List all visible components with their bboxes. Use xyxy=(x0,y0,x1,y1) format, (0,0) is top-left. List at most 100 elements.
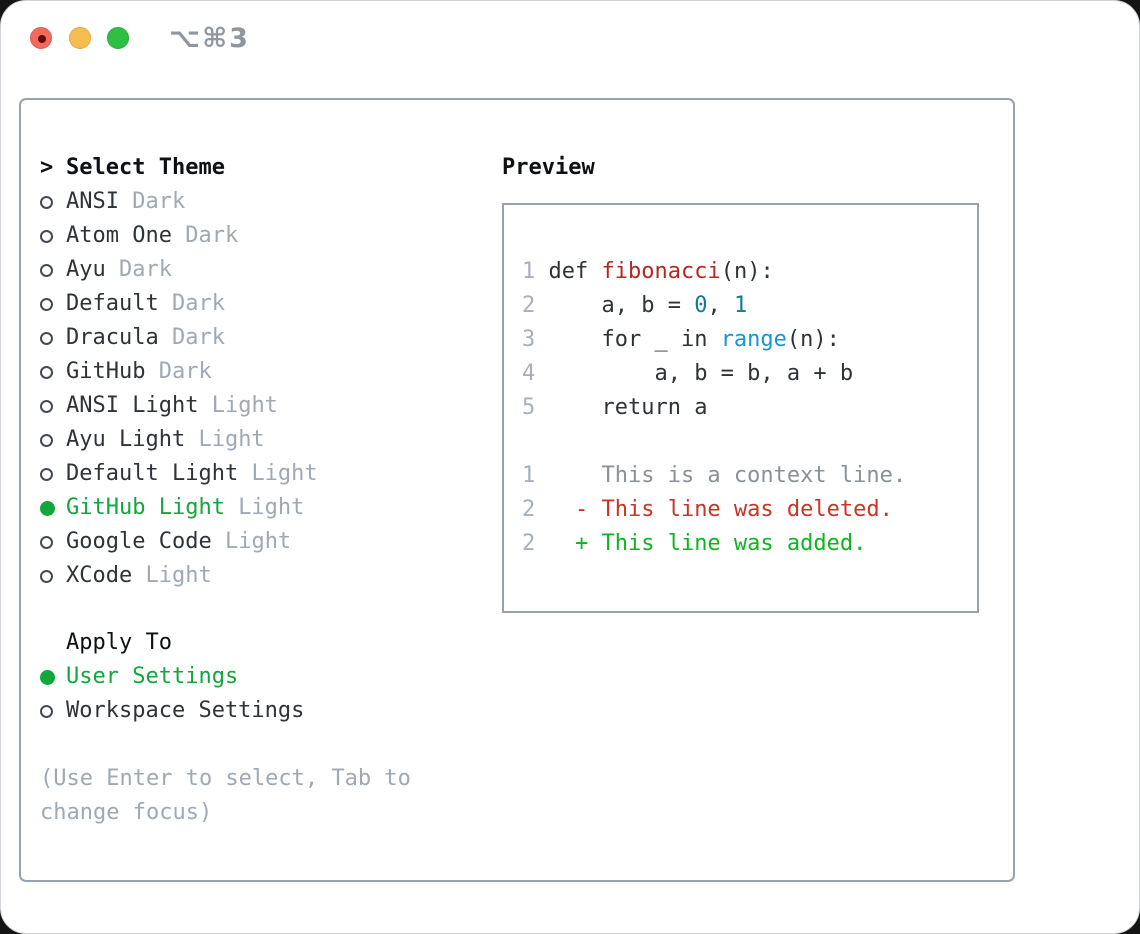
theme-name: Ayu Light xyxy=(66,427,199,452)
code-token-plain: (n): xyxy=(786,327,840,352)
radio-cell xyxy=(40,467,66,481)
theme-option-ansi-light[interactable]: ANSI Light Light xyxy=(40,389,440,423)
theme-name: Google Code xyxy=(66,529,225,554)
radio-cell xyxy=(40,535,66,549)
code-token-plain: def xyxy=(548,259,602,284)
line-number: 2 xyxy=(522,531,536,556)
line-number: 1 xyxy=(522,463,536,488)
apply-option-label: Workspace Settings xyxy=(66,698,305,723)
blank-line xyxy=(522,425,977,459)
spacer xyxy=(40,593,440,626)
theme-name: Default xyxy=(66,291,172,316)
radio-icon xyxy=(40,704,53,718)
code-token-plain: , xyxy=(707,293,734,318)
close-button[interactable] xyxy=(30,27,52,49)
theme-name: GitHub xyxy=(66,359,159,384)
theme-name: GitHub Light xyxy=(66,495,239,520)
radio-icon xyxy=(40,195,53,209)
preview-diff-line-deleted: 2 - This line was deleted. xyxy=(522,493,977,527)
theme-option-xcode[interactable]: XCode Light xyxy=(40,559,440,593)
theme-variant-label: Light xyxy=(224,529,292,554)
radio-icon xyxy=(40,331,53,345)
radio-icon xyxy=(40,569,53,583)
minimize-button[interactable] xyxy=(69,27,91,49)
close-dot-icon xyxy=(38,35,46,43)
keyboard-hint: (Use Enter to select, Tab to change focu… xyxy=(40,766,411,825)
theme-variant-label: Dark xyxy=(158,359,212,384)
window-title: ⌥⌘3 xyxy=(169,23,250,54)
preview-header-row: Preview xyxy=(502,151,979,185)
radio-cell xyxy=(40,669,66,685)
radio-cell xyxy=(40,331,66,345)
radio-icon xyxy=(40,467,53,481)
radio-icon xyxy=(40,365,53,379)
select-theme-header: Select Theme xyxy=(66,155,225,180)
preview-code-line: 3 for _ in range(n): xyxy=(522,323,977,357)
radio-cell xyxy=(40,704,66,718)
theme-variant-label: Dark xyxy=(132,189,186,214)
radio-cell xyxy=(40,365,66,379)
theme-option-default[interactable]: Default Dark xyxy=(40,287,440,321)
apply-to-header: Apply To xyxy=(66,630,172,655)
radio-cell xyxy=(40,569,66,583)
radio-cell xyxy=(40,263,66,277)
preview-code-line: 1 def fibonacci(n): xyxy=(522,255,977,289)
theme-variant-label: Dark xyxy=(185,223,239,248)
theme-variant-label: Dark xyxy=(171,325,225,350)
theme-variant-label: Light xyxy=(145,563,212,588)
theme-option-ansi[interactable]: ANSI Dark xyxy=(40,185,440,219)
apply-option-user-settings[interactable]: User Settings xyxy=(40,660,440,694)
radio-icon xyxy=(40,535,53,549)
theme-variant-label: Dark xyxy=(118,257,172,282)
preview-header: Preview xyxy=(502,155,595,180)
line-number: 2 xyxy=(522,293,549,318)
theme-option-github-light[interactable]: GitHub Light Light xyxy=(40,491,440,525)
code-token-function: fibonacci xyxy=(601,259,721,284)
radio-icon xyxy=(40,297,53,311)
code-token-number: 1 xyxy=(733,293,748,318)
theme-option-github[interactable]: GitHub Dark xyxy=(40,355,440,389)
theme-option-dracula[interactable]: Dracula Dark xyxy=(40,321,440,355)
theme-variant-label: Light xyxy=(198,427,265,452)
apply-to-header-row: Apply To xyxy=(40,626,440,660)
radio-icon xyxy=(40,399,53,413)
radio-cell xyxy=(40,399,66,413)
line-number: 4 xyxy=(522,361,549,386)
radio-cell xyxy=(40,229,66,243)
theme-name: Dracula xyxy=(66,325,172,350)
titlebar: ⌥⌘3 xyxy=(1,1,1139,75)
radio-cell xyxy=(40,433,66,447)
apply-option-workspace-settings[interactable]: Workspace Settings xyxy=(40,694,440,728)
line-number: 1 xyxy=(522,259,549,284)
prompt-icon: > xyxy=(40,155,54,180)
theme-name: XCode xyxy=(66,563,146,588)
line-number: 3 xyxy=(522,327,549,352)
radio-icon xyxy=(40,263,53,277)
radio-cell xyxy=(40,195,66,209)
theme-variant-label: Light xyxy=(238,495,305,520)
diff-text: This is a context line. xyxy=(535,463,907,488)
theme-option-default-light[interactable]: Default Light Light xyxy=(40,457,440,491)
preview-code-line: 5 return a xyxy=(522,391,977,425)
theme-option-atom-one[interactable]: Atom One Dark xyxy=(40,219,440,253)
diff-text: + This line was added. xyxy=(535,531,867,556)
theme-name: ANSI xyxy=(66,189,133,214)
code-token-plain: return a xyxy=(548,395,708,420)
theme-option-google-code[interactable]: Google Code Light xyxy=(40,525,440,559)
radio-cell xyxy=(40,297,66,311)
zoom-button[interactable] xyxy=(107,27,129,49)
radio-cell xyxy=(40,500,66,516)
preview-code-line: 2 a, b = 0, 1 xyxy=(522,289,977,323)
theme-variant-label: Light xyxy=(211,393,278,418)
diff-text: - This line was deleted. xyxy=(535,497,893,522)
code-token-number: 0 xyxy=(694,293,708,318)
theme-option-ayu-light[interactable]: Ayu Light Light xyxy=(40,423,440,457)
theme-name: ANSI Light xyxy=(66,393,212,418)
theme-option-ayu[interactable]: Ayu Dark xyxy=(40,253,440,287)
code-token-plain: (n): xyxy=(720,259,774,284)
spacer xyxy=(40,728,440,762)
code-token-builtin: range xyxy=(720,327,787,352)
